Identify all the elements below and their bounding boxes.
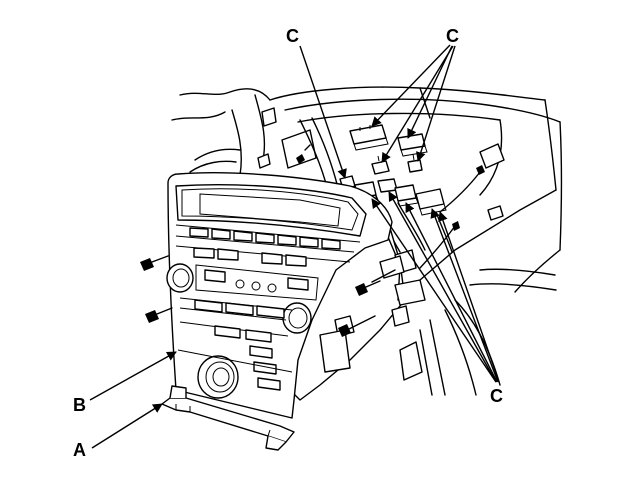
button-panel-upper <box>175 224 361 267</box>
bolt-upper-left <box>140 255 169 271</box>
label-c-bottom-right: C <box>490 386 503 406</box>
bolt-right-lower <box>338 315 376 337</box>
connector-3 <box>371 155 390 175</box>
clip-upper <box>296 154 305 164</box>
button-panel-lower <box>179 297 293 391</box>
label-c-top-right: C <box>446 26 459 46</box>
leader-lines <box>89 44 500 449</box>
left-knob <box>166 263 194 293</box>
right-knob <box>282 302 312 334</box>
bracket-a <box>161 385 295 451</box>
clip-right <box>476 165 485 175</box>
label-a: A <box>73 440 86 460</box>
mounting-bolts <box>140 144 485 337</box>
connector-4 <box>407 153 423 173</box>
main-knob <box>197 355 239 399</box>
label-b: B <box>73 395 86 415</box>
middle-control-row <box>195 264 319 301</box>
bolt-right-upper <box>355 269 396 296</box>
control-unit <box>166 172 426 419</box>
label-c-top-left: C <box>286 26 299 46</box>
connector-7 <box>377 178 398 193</box>
connector-1 <box>349 124 389 151</box>
bolt-lower-left <box>145 307 173 323</box>
connector-group <box>339 124 453 253</box>
